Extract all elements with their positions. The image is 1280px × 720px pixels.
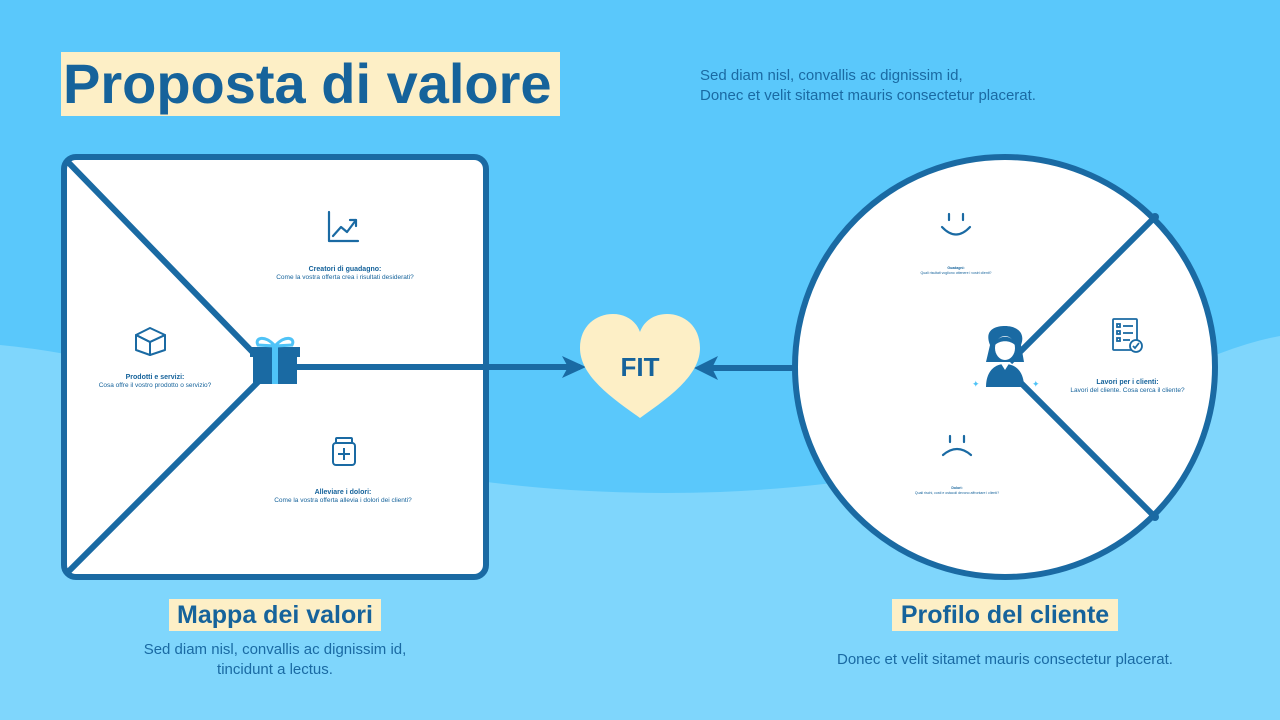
fit-heart-icon	[580, 314, 700, 418]
gains-label: Guadagni: Quali risultati vogliono otten…	[900, 266, 1012, 276]
value-map-desc-line-2: tincidunt a lectus.	[217, 661, 333, 678]
medicine-bottle-icon	[332, 437, 356, 466]
value-map-desc-line-1: Sed diam nisl, convallis ac dignissim id…	[143, 641, 407, 658]
pain-relievers-title: Alleviare i dolori:	[314, 489, 372, 496]
customer-profile-caption: Profilo del cliente	[892, 599, 1118, 631]
gains-title: Guadagni:	[947, 266, 965, 270]
intro-text: Sed diam nisl, convallis ac dignissim id…	[700, 66, 1180, 106]
products-label: Prodotti e servizi: Cosa offre il vostro…	[80, 373, 230, 390]
pain-relievers-text: Come la vostra offerta allevia i dolori …	[274, 497, 412, 504]
value-map-caption: Mappa dei valori	[169, 599, 381, 631]
pains-text: Quali rischi, costi e ostacoli devono af…	[914, 491, 1000, 495]
chart-up-icon	[327, 210, 360, 243]
pains-label: Dolori: Quali rischi, costi e ostacoli d…	[900, 486, 1014, 496]
svg-text:✦: ✦	[972, 380, 980, 390]
intro-line-1: Sed diam nisl, convallis ac dignissim id…	[700, 67, 963, 84]
fit-label: FIT	[620, 352, 660, 382]
value-map-square	[61, 154, 580, 580]
box-icon	[135, 327, 166, 356]
jobs-text: Lavori del cliente. Cosa cerca il client…	[1070, 387, 1185, 394]
products-title: Prodotti e servizi:	[125, 374, 185, 381]
smile-icon	[940, 212, 972, 236]
customer-profile-desc: Donec et velit sitamet mauris consectetu…	[837, 651, 1173, 668]
frown-icon	[941, 434, 973, 457]
value-map-desc: Sed diam nisl, convallis ac dignissim id…	[100, 640, 450, 680]
intro-line-2: Donec et velit sitamet mauris consectetu…	[700, 87, 1036, 104]
gain-creators-title: Creatori di guadagno:	[308, 266, 382, 273]
jobs-title: Lavori per i clienti:	[1096, 379, 1159, 386]
products-text: Cosa offre il vostro prodotto o servizio…	[98, 382, 212, 389]
page-title: Proposta di valore	[61, 52, 560, 116]
gift-icon	[250, 336, 300, 384]
gains-text: Quali risultati vogliono ottenere i vost…	[920, 271, 992, 275]
jobs-label: Lavori per i clienti: Lavori del cliente…	[1060, 378, 1195, 395]
customer-icon: ✦ ✦	[972, 326, 1040, 390]
checklist-icon	[1112, 318, 1143, 353]
gain-creators-text: Come la vostra offerta crea i risultati …	[276, 274, 414, 281]
svg-text:✦: ✦	[1032, 380, 1040, 390]
arrow-left-to-fit	[562, 356, 586, 378]
gain-creators-label: Creatori di guadagno: Come la vostra off…	[250, 265, 440, 282]
pain-relievers-label: Alleviare i dolori: Come la vostra offer…	[258, 488, 428, 505]
pains-title: Dolori:	[951, 486, 963, 490]
